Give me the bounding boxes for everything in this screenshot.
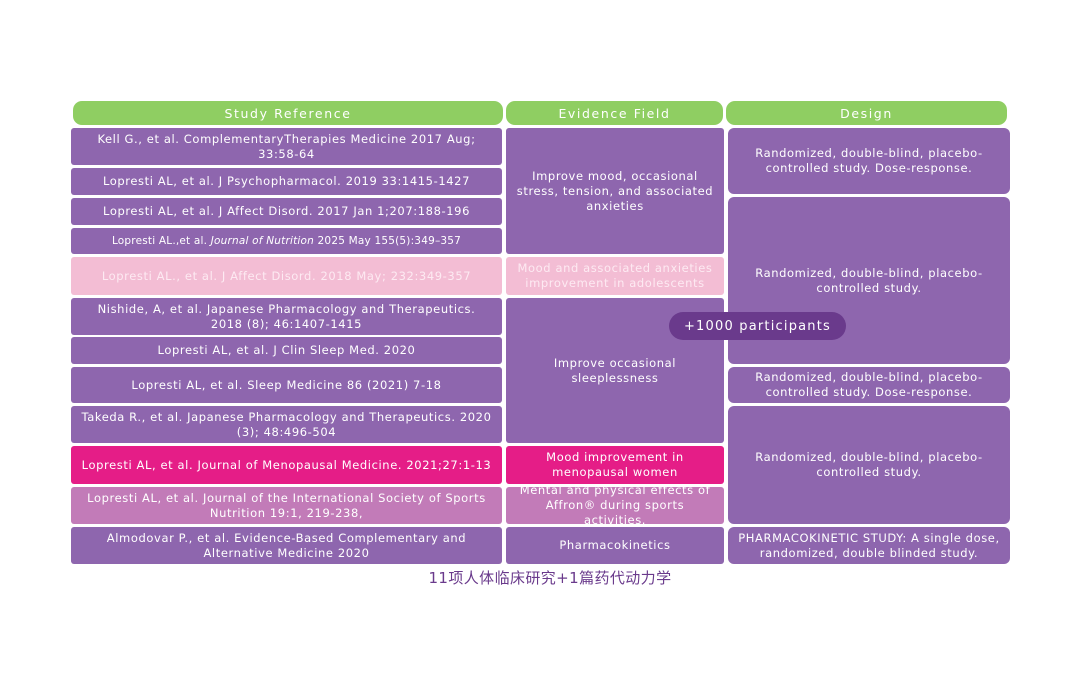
- reference-kell-2017: Kell G., et al. ComplementaryTherapies M…: [71, 128, 502, 165]
- field-pharmacokinetics: Pharmacokinetics: [506, 527, 724, 564]
- reference-nishide-2018: Nishide, A, et al. Japanese Pharmacology…: [71, 298, 502, 335]
- participants-badge: +1000 participants: [669, 312, 846, 340]
- reference-lopresti-2025-journal: Journal of Nutrition: [210, 234, 315, 247]
- design-placebo-2: Randomized, double-blind, placebo-contro…: [728, 406, 1010, 524]
- design-dose-response-2: Randomized, double-blind, placebo-contro…: [728, 367, 1010, 403]
- reference-lopresti-2019: Lopresti AL, et al. J Psychopharmacol. 2…: [71, 168, 502, 195]
- reference-lopresti-2017: Lopresti AL, et al. J Affect Disord. 201…: [71, 198, 502, 225]
- reference-lopresti-2021-menopause: Lopresti AL, et al. Journal of Menopausa…: [71, 446, 502, 484]
- reference-lopresti-2021-sleep: Lopresti AL, et al. Sleep Medicine 86 (2…: [71, 367, 502, 403]
- field-mood-stress: Improve mood, occasional stress, tension…: [506, 128, 724, 254]
- reference-lopresti-2018: Lopresti AL., et al. J Affect Disord. 20…: [71, 257, 502, 295]
- reference-lopresti-2020: Lopresti AL, et al. J Clin Sleep Med. 20…: [71, 337, 502, 364]
- design-pharmacokinetic: PHARMACOKINETIC STUDY: A single dose, ra…: [728, 527, 1010, 564]
- header-design: Design: [726, 101, 1007, 125]
- field-menopausal: Mood improvement in menopausal women: [506, 446, 724, 484]
- reference-lopresti-2025: Lopresti AL.,et al. Journal of Nutrition…: [71, 228, 502, 254]
- caption: 11项人体临床研究+1篇药代动力学: [428, 569, 672, 587]
- reference-lopresti-sports: Lopresti AL, et al. Journal of the Inter…: [71, 487, 502, 524]
- reference-lopresti-2025-detail: 2025 May 155(5):349–357: [314, 234, 462, 247]
- field-adolescents: Mood and associated anxieties improvemen…: [506, 257, 724, 295]
- design-placebo-1: Randomized, double-blind, placebo-contro…: [728, 197, 1010, 364]
- design-dose-response-1: Randomized, double-blind, placebo-contro…: [728, 128, 1010, 194]
- reference-takeda-2020: Takeda R., et al. Japanese Pharmacology …: [71, 406, 502, 443]
- reference-almodovar-2020: Almodovar P., et al. Evidence-Based Comp…: [71, 527, 502, 564]
- header-evidence-field: Evidence Field: [506, 101, 723, 125]
- reference-lopresti-2025-authors: Lopresti AL.,et al.: [111, 234, 211, 247]
- field-sports: Mental and physical effects of Affron® d…: [506, 483, 724, 527]
- header-study-reference: Study Reference: [73, 101, 503, 125]
